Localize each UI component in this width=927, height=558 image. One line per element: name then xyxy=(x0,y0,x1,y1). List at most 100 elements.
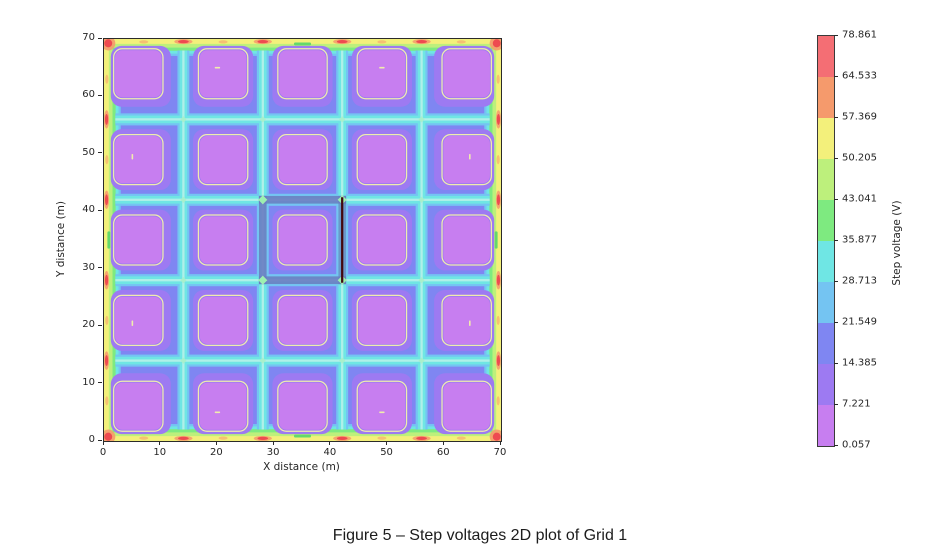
mesh-center xyxy=(358,136,406,184)
edge-hotspot xyxy=(104,113,109,125)
edge-hotspot xyxy=(178,436,189,441)
edge-hotspot xyxy=(104,194,109,206)
mesh-contour-line xyxy=(441,380,492,432)
center-mesh-border-bottom xyxy=(258,276,347,285)
edge-fleck xyxy=(496,315,500,325)
mesh-center xyxy=(115,382,162,430)
colorbar-tick-label: 14.385 xyxy=(842,357,877,369)
x-tick-label: 60 xyxy=(436,447,450,458)
colorbar-tick xyxy=(834,117,838,118)
mesh-center xyxy=(199,382,247,430)
edge-fleck xyxy=(105,396,109,406)
y-tick xyxy=(98,94,102,96)
x-tick-label: 10 xyxy=(153,447,167,458)
mesh-center-mark xyxy=(214,66,221,69)
mesh-center xyxy=(358,50,406,98)
mesh-contour-line xyxy=(277,133,328,186)
colorbar-tick xyxy=(834,363,838,364)
colorbar-tick xyxy=(834,158,838,159)
y-tick-label: 30 xyxy=(82,261,95,273)
crossing-diamond xyxy=(180,116,187,123)
edge-fleck xyxy=(218,40,228,44)
edge-fleck xyxy=(377,40,387,44)
crossing-diamond xyxy=(259,357,266,364)
y-tick-label: 0 xyxy=(88,434,95,445)
mesh-center xyxy=(115,216,162,264)
figure-caption: Figure 5 – Step voltages 2D plot of Grid… xyxy=(332,527,628,544)
conductor-band-h xyxy=(115,359,490,362)
mesh-center xyxy=(115,296,162,344)
colorbar-segment xyxy=(818,364,834,405)
edge-hotspot xyxy=(496,274,501,286)
mesh-contour-line xyxy=(113,294,164,347)
colorbar-segment xyxy=(818,405,834,446)
conductor-band-h xyxy=(115,118,490,121)
crossing-diamond xyxy=(258,275,268,285)
mesh-contour-line xyxy=(113,48,164,100)
y-tick xyxy=(98,209,102,211)
mesh-center xyxy=(279,296,326,344)
x-tick xyxy=(499,441,501,445)
mesh-center xyxy=(279,50,326,98)
x-tick-label: 20 xyxy=(210,447,223,458)
mesh-center-mark xyxy=(379,411,385,414)
edge-hotspot xyxy=(257,39,269,44)
edge-fleck xyxy=(139,436,149,440)
x-tick xyxy=(102,441,104,445)
y-tick-label: 60 xyxy=(82,89,95,101)
conductor-band-v xyxy=(420,50,423,430)
mesh-contour-line xyxy=(277,380,328,432)
mesh-contour-line xyxy=(356,294,408,347)
mesh-center xyxy=(443,296,490,344)
x-tick-label: 70 xyxy=(493,447,507,458)
crossing-diamond xyxy=(180,277,187,284)
mesh-center xyxy=(279,216,326,264)
mesh-contour-line xyxy=(441,48,492,100)
plot-area xyxy=(103,38,502,442)
edge-fleck xyxy=(139,40,149,44)
colorbar-segment xyxy=(818,36,834,77)
colorbar-tick xyxy=(834,240,838,241)
x-tick-label: 0 xyxy=(99,447,107,458)
mesh-center xyxy=(279,382,326,430)
center-mesh-border-top xyxy=(258,195,347,204)
y-tick-label: 10 xyxy=(82,376,95,388)
mesh-center xyxy=(199,296,247,344)
y-tick-label: 20 xyxy=(82,319,95,331)
edge-hotspot xyxy=(416,436,427,441)
y-tick xyxy=(98,37,102,39)
colorbar-tick xyxy=(834,281,838,282)
y-tick xyxy=(98,324,102,326)
mesh-center-mark xyxy=(469,154,471,160)
colorbar-tick-label: 64.533 xyxy=(842,70,877,82)
x-tick xyxy=(215,441,217,445)
edge-fleck xyxy=(105,74,109,84)
mesh-center xyxy=(358,382,406,430)
corner-hotspot xyxy=(492,39,501,48)
corner-hotspot xyxy=(104,432,113,441)
edge-fleck xyxy=(105,315,109,325)
mesh-contour-line xyxy=(197,48,249,100)
conductor-band-v xyxy=(182,50,185,430)
edge-green-dash xyxy=(494,231,498,249)
x-tick xyxy=(272,441,274,445)
contour-plot-svg xyxy=(104,39,501,441)
mesh-contour-line xyxy=(277,294,328,347)
mesh-contour-line xyxy=(113,380,164,432)
crossing-diamond xyxy=(418,277,425,284)
x-tick xyxy=(159,441,161,445)
edge-green-dash xyxy=(107,231,111,249)
colorbar xyxy=(817,35,835,447)
colorbar-tick xyxy=(834,35,838,36)
corner-hotspot xyxy=(104,39,113,48)
mesh-contour-line xyxy=(356,48,408,100)
y-tick xyxy=(98,439,102,441)
mesh-contour-line xyxy=(277,214,328,266)
colorbar-tick xyxy=(834,404,838,405)
edge-fleck xyxy=(496,396,500,406)
mesh-center xyxy=(115,136,162,184)
mesh-contour-line xyxy=(441,133,492,186)
mesh-contour-line xyxy=(197,380,249,432)
mesh-contour-line xyxy=(197,214,249,266)
x-tick xyxy=(386,441,388,445)
